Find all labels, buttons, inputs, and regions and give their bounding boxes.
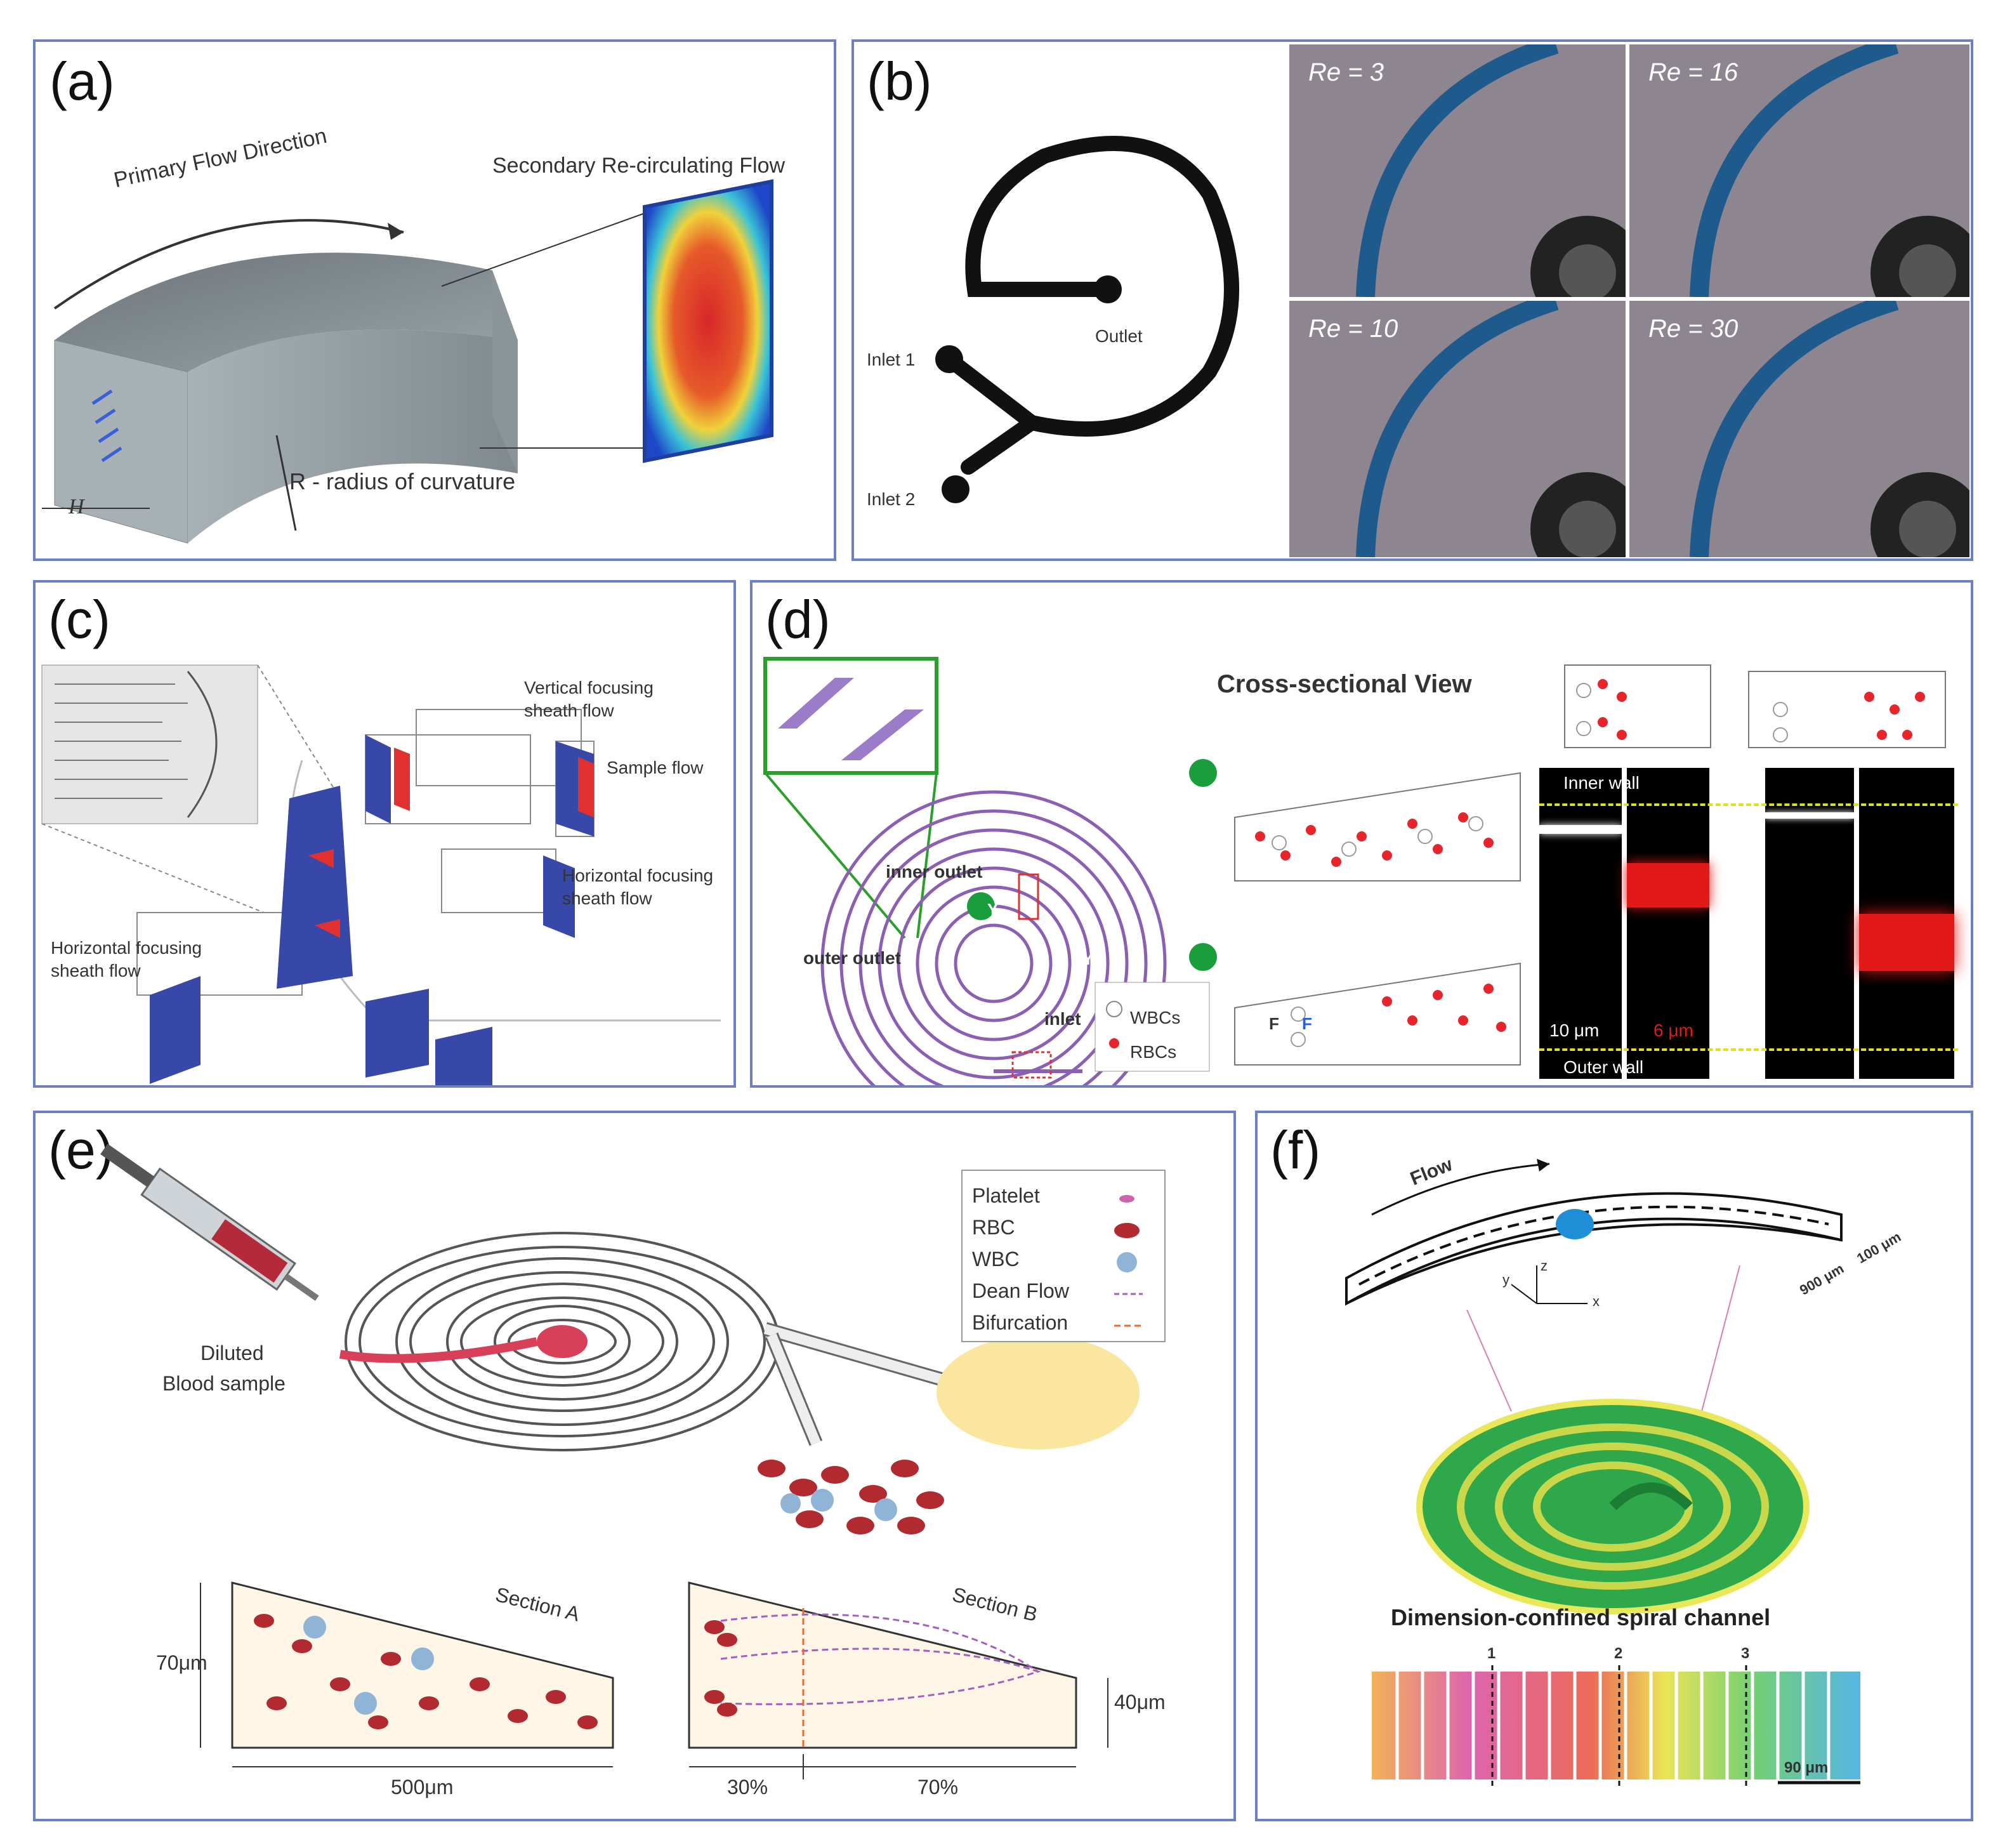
legend-dean-flow: Dean Flow [972,1279,1069,1302]
force-fd: F [1302,1014,1312,1033]
axis-z: z [1541,1258,1548,1274]
re30-label: Re = 30 [1648,315,1739,343]
spiral-channel-sketch [935,136,1239,503]
inlet2-label: Inlet 2 [867,489,916,509]
panel-e: (e) [33,1111,1236,1821]
axis-x: x [1593,1293,1600,1309]
inner-outlet-label: inner outlet [886,862,983,881]
outlet-label: Outlet [1095,326,1143,346]
spiral-separation-diagram [763,657,1946,1085]
horiz-left-label-1: Horizontal focusing [51,938,202,958]
pct-70: 70% [917,1776,959,1798]
radius-label: R - radius of curvature [289,468,516,494]
pct-30: 30% [727,1776,768,1798]
confined-spiral-diagram [1345,1159,1860,1786]
inner-wall-label: Inner wall [1563,773,1640,793]
photo-re30: Re = 30 [1629,301,1969,557]
panel-b: (b) Inlet 1 Inlet 2 Outlet Re = 3 Re = 1… [851,39,1973,561]
sample-label-2: Blood sample [162,1372,286,1395]
y-marker-cross: Y [1082,949,1094,968]
curved-channel-diagram [42,179,773,544]
fluor-white-2 [1765,768,1854,1079]
vertical-sheath-label-2: sheath flow [524,701,614,720]
legend-platelet: Platelet [972,1184,1040,1207]
rbcs-label: RBCs [1130,1042,1177,1062]
horiz-left-label-2: sheath flow [51,961,141,980]
legend-rbc: RBC [972,1216,1015,1239]
panel-a: (a) Primary Flow Direction Secondary Re-… [33,39,836,561]
fluor-red-2 [1859,768,1954,1079]
mark-1: 1 [1487,1645,1496,1662]
photo-re10: Re = 10 [1289,301,1626,557]
mark-2: 2 [1614,1645,1623,1662]
legend-wbc: WBC [972,1248,1020,1270]
horiz-right-label-1: Horizontal focusing [562,866,714,885]
fluor-white-1 [1539,768,1622,1079]
panel-c: (c) Vertical focusing sheath flow Sa [33,580,736,1088]
x-marker-cross: X [1082,765,1094,784]
sample-flow-label: Sample flow [607,758,704,777]
sample-label-1: Diluted [201,1342,264,1364]
re16-label: Re = 16 [1648,58,1739,86]
h-label: H [69,495,84,518]
fluor-red-1 [1627,768,1709,1079]
blood-spiral-diagram [100,1144,1166,1779]
scale-10um: 10 μm [1549,1020,1600,1040]
panel-d-label: (d) [765,590,831,649]
horiz-right-label-2: sheath flow [562,888,652,908]
outer-wall-label: Outer wall [1563,1057,1644,1077]
photo-re16: Re = 16 [1629,44,1969,297]
panel-f: (f) [1255,1111,1973,1821]
sheath-flow-diagram [41,664,721,1085]
mark-3: 3 [1741,1645,1750,1662]
inner-wall-line [1539,803,1958,806]
re3-label: Re = 3 [1308,58,1384,86]
outer-outlet-label: outer outlet [803,948,901,968]
panel-a-label: (a) [49,51,115,111]
outer-wall-line [1539,1048,1958,1051]
panel-e-label: (e) [48,1120,114,1180]
axis-y: y [1502,1272,1509,1288]
inlet1-label: Inlet 1 [867,350,916,369]
scale-6um: 6 μm [1653,1020,1693,1040]
force-fl: F [1269,1014,1279,1033]
panel-c-label: (c) [48,590,110,649]
height-40um: 40μm [1114,1691,1166,1713]
wbcs-label: WBCs [1130,1008,1181,1027]
panel-b-label: (b) [867,51,932,111]
vertical-sheath-label-1: Vertical focusing [524,678,654,697]
height-70um: 70μm [156,1651,207,1674]
width-500um: 500μm [391,1776,454,1798]
inlet-label: inlet [1044,1009,1081,1029]
cross-section-title: Cross-sectional View [1217,670,1472,698]
panel-f-label: (f) [1270,1120,1321,1180]
scale-90um: 90 μm [1784,1759,1829,1776]
secondary-flow-label: Secondary Re-circulating Flow [492,154,786,178]
photo-re3: Re = 3 [1289,44,1626,297]
legend-bifurcation: Bifurcation [972,1311,1068,1334]
panel-d: (d) [750,580,1973,1088]
re10-label: Re = 10 [1308,315,1398,343]
y-marker: Y [987,900,999,919]
spiral-caption: Dimension-confined spiral channel [1391,1604,1771,1630]
